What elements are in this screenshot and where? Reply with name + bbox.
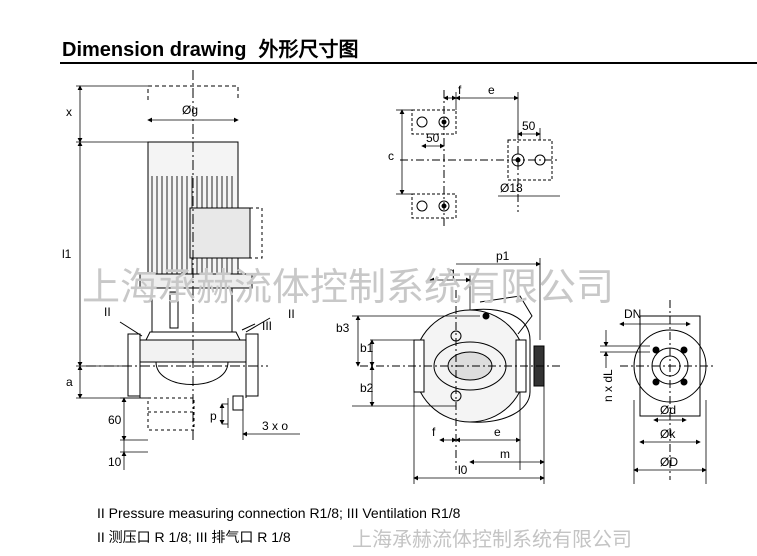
foot-bolt-pattern (400, 90, 560, 228)
label-m: m (500, 447, 510, 461)
label-q: q (448, 265, 455, 279)
label-b2: b2 (360, 381, 374, 395)
title-english: Dimension drawing (62, 39, 247, 61)
label-c: c (388, 149, 394, 163)
label-3xo: 3 x o (262, 419, 288, 433)
label-d: Ød (660, 403, 676, 417)
label-60: 60 (108, 413, 122, 427)
label-D: ØD (660, 455, 678, 469)
label-ii-right: II (288, 307, 295, 321)
label-b1: b1 (360, 341, 374, 355)
legend-line-chinese: II 测压口 R 1/8; III 排气口 R 1/8 (97, 529, 291, 545)
label-ii-left: II (104, 305, 111, 319)
label-nxd: n x dL (601, 369, 615, 402)
front-view (360, 290, 560, 470)
label-50-left: 50 (426, 131, 440, 145)
title-rule (60, 62, 757, 64)
label-k: Øk (660, 427, 676, 441)
label-x: x (66, 105, 72, 119)
label-e-bottom: e (494, 425, 501, 439)
page-title: Dimension drawing 外形尺寸图 (62, 33, 358, 62)
label-f-top: f (458, 83, 462, 97)
label-b3: b3 (336, 321, 350, 335)
label-10: 10 (108, 455, 122, 469)
label-e-top: e (488, 83, 495, 97)
label-p1: p1 (496, 249, 510, 263)
legend-line-english: II Pressure measuring connection R1/8; I… (97, 505, 461, 521)
label-f-bottom: f (432, 425, 436, 439)
label-a: a (66, 375, 73, 389)
label-d18: Ø18 (500, 181, 523, 195)
label-50-right: 50 (522, 119, 536, 133)
flange-detail (620, 300, 716, 480)
label-dn: DN (624, 307, 641, 321)
side-view (86, 70, 271, 440)
title-chinese: 外形尺寸图 (258, 39, 359, 61)
label-p: p (210, 409, 217, 423)
label-l1: l1 (62, 247, 72, 261)
label-g: Øg (182, 103, 198, 117)
label-l0: l0 (458, 463, 468, 477)
label-iii: III (262, 319, 272, 333)
watermark-main: 上海承赫流体控制系统有限公司 (82, 265, 614, 309)
watermark-bottom: 上海承赫流体控制系统有限公司 (352, 527, 632, 551)
